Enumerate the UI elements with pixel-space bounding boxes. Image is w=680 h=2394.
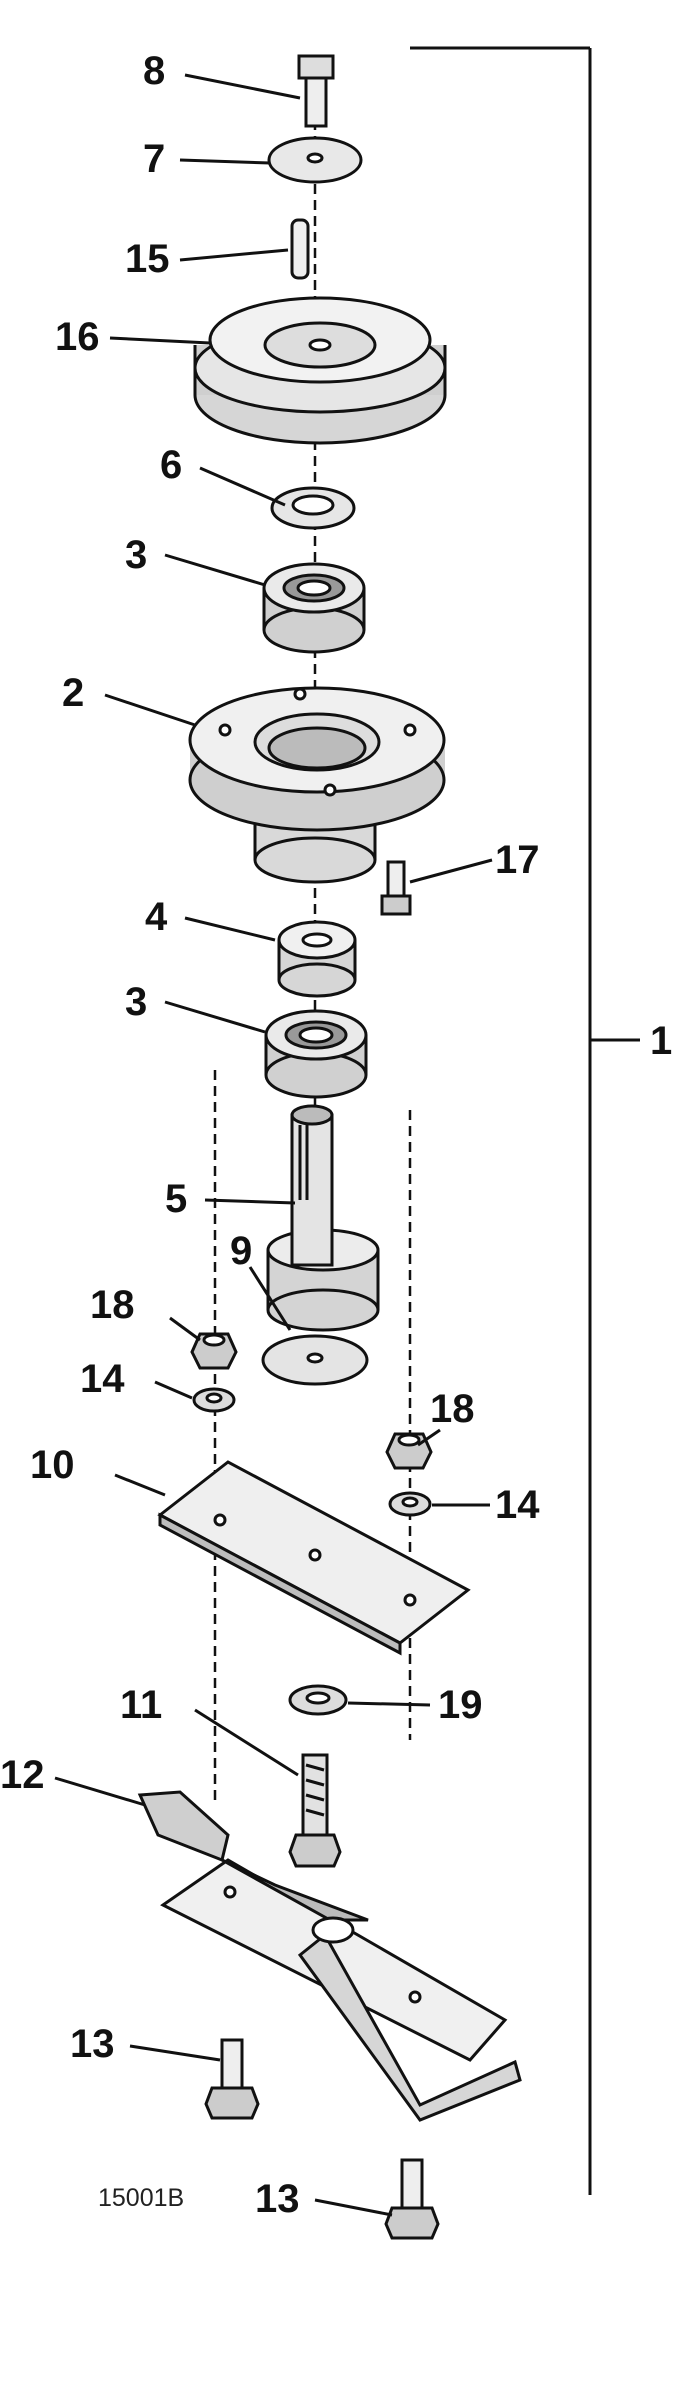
part-18-left-nut <box>190 1332 238 1370</box>
callout-15: 15 <box>125 237 170 281</box>
callout-18-right: 18 <box>430 1387 475 1431</box>
part-12-blade <box>137 1790 522 2122</box>
part-17-screw <box>380 860 412 916</box>
callout-19: 19 <box>438 1683 483 1727</box>
callout-13-right: 13 <box>255 2177 300 2221</box>
callout-4: 4 <box>145 895 168 939</box>
part-5-spindle <box>266 1104 380 1332</box>
assembly-bracket <box>410 46 640 2195</box>
callout-18-left: 18 <box>90 1283 135 1327</box>
part-15-pin <box>290 218 310 280</box>
callout-16: 16 <box>55 315 100 359</box>
part-6-spacer <box>270 486 356 530</box>
callout-11: 11 <box>120 1683 162 1727</box>
callout-8: 8 <box>143 49 165 93</box>
callout-3-upper: 3 <box>125 533 147 577</box>
part-14-right-washer <box>388 1491 432 1517</box>
part-2-housing <box>188 686 446 884</box>
callout-9: 9 <box>230 1229 252 1273</box>
callout-7: 7 <box>143 137 165 181</box>
part-7-washer <box>267 136 363 184</box>
part-3-upper-bearing <box>262 562 366 654</box>
part-14-left-washer <box>192 1387 236 1413</box>
figure-code: 15001B <box>98 2184 184 2212</box>
callout-labels: 8 7 15 16 6 3 2 17 4 3 1 5 9 18 14 18 10… <box>0 49 672 2221</box>
callout-5: 5 <box>165 1177 187 1221</box>
callout-17: 17 <box>495 838 540 882</box>
callout-14-right: 14 <box>495 1483 540 1527</box>
part-13-left-bolt <box>204 2038 260 2120</box>
part-9-washer <box>261 1334 369 1386</box>
part-16-pulley <box>193 296 447 445</box>
callout-14-left: 14 <box>80 1357 125 1401</box>
callout-10: 10 <box>30 1443 75 1487</box>
callout-12: 12 <box>0 1753 45 1797</box>
part-4-spacer <box>277 920 357 998</box>
callout-6: 6 <box>160 443 182 487</box>
part-3-lower-bearing <box>264 1009 368 1099</box>
callout-3-lower: 3 <box>125 980 147 1024</box>
part-11-bolt <box>288 1753 342 1868</box>
part-10-plate <box>157 1460 471 1656</box>
part-8-bolt <box>297 54 335 128</box>
part-13-right-bolt <box>384 2158 440 2240</box>
callout-13-left: 13 <box>70 2022 115 2066</box>
part-19-lock-washer <box>288 1684 348 1716</box>
callout-2: 2 <box>62 671 84 715</box>
leader-lines <box>54 73 493 2217</box>
callout-1: 1 <box>650 1019 672 1063</box>
